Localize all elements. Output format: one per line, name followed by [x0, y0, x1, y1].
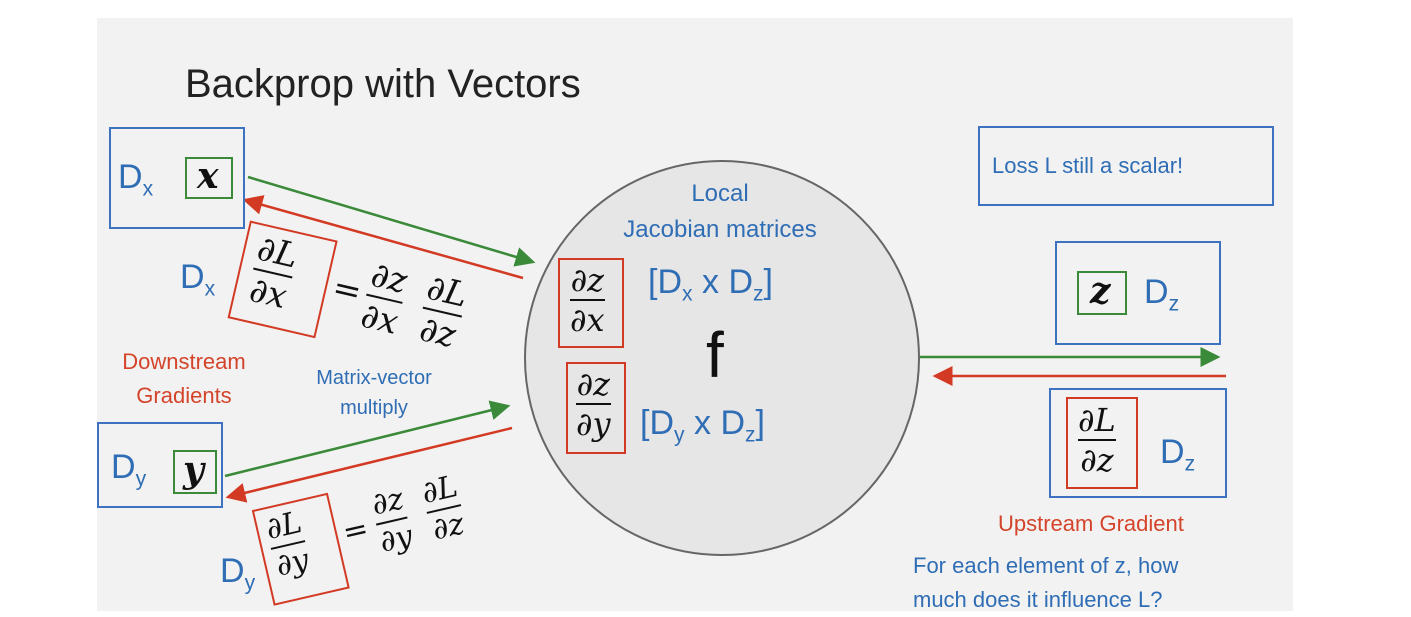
upstream-question: For each element of z, how much does it … — [913, 553, 1179, 612]
matrix-vector-multiply-label: Matrix-vector multiply — [316, 367, 432, 419]
dz-grad-dim-label: Dz — [1160, 433, 1196, 476]
upstream-gradient-label: Upstream Gradient — [998, 511, 1184, 536]
dx-grad-dim-label: Dx — [180, 258, 216, 301]
y-backward-arrow — [225, 426, 513, 503]
y-forward-arrow — [224, 400, 511, 478]
y-variable: y — [183, 449, 204, 491]
equals-sign-y: = — [339, 511, 372, 551]
dz-dx-jacobian-box — [558, 258, 624, 348]
dz-dy-dims: [Dy x Dz] — [640, 404, 765, 447]
x-variable: x — [197, 155, 219, 197]
local-jacobian-heading: Local Jacobian matrices — [623, 180, 817, 243]
z-variable: z — [1090, 270, 1111, 312]
z-dim-label: Dz — [1144, 273, 1180, 316]
loss-scalar-note-box — [978, 126, 1274, 206]
dz-dx-term: ∂z∂x — [357, 254, 411, 343]
x-backward-arrow — [242, 195, 524, 280]
downstream-gradients-label: Downstream Gradients — [122, 349, 246, 408]
x-variable-box — [185, 157, 233, 199]
dz-dy-term: ∂z∂y — [368, 481, 416, 560]
y-variable-box — [173, 450, 217, 494]
z-variable-box — [1077, 271, 1127, 315]
x-dim-label: Dx — [118, 158, 154, 201]
dy-grad-dim-label: Dy — [220, 552, 256, 595]
dL-dz-fraction: ∂L∂z — [1078, 401, 1116, 479]
upstream-gradient-box — [1049, 388, 1227, 498]
dL-dz-term: ∂L∂z — [415, 267, 472, 357]
slide-title: Backprop with Vectors — [185, 62, 581, 106]
equals-sign: = — [328, 267, 366, 313]
x-forward-arrow — [247, 175, 536, 267]
loss-scalar-note: Loss L still a scalar! — [992, 153, 1184, 178]
dz-dx-dims: [Dx x Dz] — [648, 263, 773, 306]
function-f-label: f — [706, 319, 724, 391]
dz-dy-jacobian: ∂z∂y — [576, 365, 611, 443]
dz-dx-jacobian: ∂z∂x — [570, 261, 605, 339]
dL-dz-box — [1066, 397, 1138, 489]
dz-dy-jacobian-box — [566, 362, 626, 454]
z-output-box — [1055, 241, 1221, 345]
dL-dz-term-y: ∂L∂z — [418, 468, 468, 548]
y-dim-label: Dy — [111, 448, 147, 491]
